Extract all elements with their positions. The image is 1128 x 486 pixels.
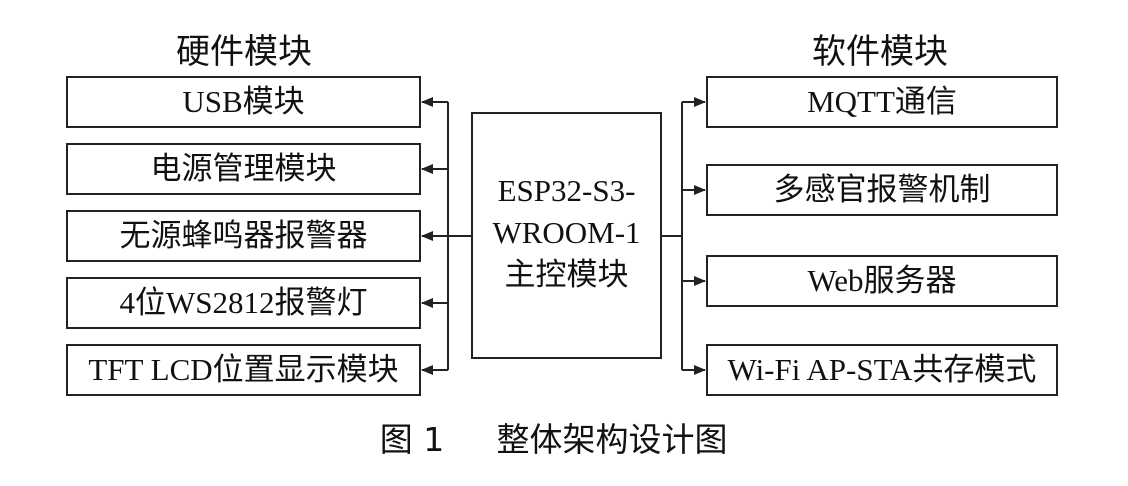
software-connectors <box>661 97 706 375</box>
hardware-label-buzzer: 无源蜂鸣器报警器 <box>120 218 368 253</box>
hardware-box-power <box>66 143 421 195</box>
software-box-mqtt <box>706 76 1058 128</box>
hardware-label-lcd: TFT LCD位置显示模块 <box>88 352 398 387</box>
software-box-wifi <box>706 344 1058 396</box>
hardware-section-title: 硬件模块 <box>176 33 312 71</box>
center-module-line3: 主控模块 <box>505 257 629 292</box>
software-label-web: Web服务器 <box>807 263 956 298</box>
center-module-line1: ESP32-S3- <box>498 173 636 208</box>
software-module-list: MQTT通信 多感官报警机制 Web服务器 Wi-Fi AP-STA共存模式 <box>706 76 1058 396</box>
software-label-mqtt: MQTT通信 <box>807 84 957 119</box>
hardware-label-power: 电源管理模块 <box>151 151 337 186</box>
hardware-label-usb: USB模块 <box>182 84 304 119</box>
center-module: ESP32-S3- WROOM-1 主控模块 <box>471 112 662 359</box>
software-section-title: 软件模块 <box>812 33 948 71</box>
hardware-box-led <box>66 277 421 329</box>
hardware-label-led: 4位WS2812报警灯 <box>120 285 368 320</box>
software-box-web <box>706 255 1058 307</box>
hardware-box-usb <box>66 76 421 128</box>
software-label-wifi: Wi-Fi AP-STA共存模式 <box>728 352 1037 387</box>
hardware-box-lcd <box>66 344 421 396</box>
figure-caption-title: 整体架构设计图 <box>497 420 728 459</box>
hardware-box-buzzer <box>66 210 421 262</box>
hardware-connectors <box>421 97 472 375</box>
software-box-alarm <box>706 164 1058 216</box>
hardware-module-list: USB模块 电源管理模块 无源蜂鸣器报警器 4位WS2812报警灯 TFT LC… <box>66 76 421 396</box>
center-module-line2: WROOM-1 <box>492 215 640 250</box>
software-label-alarm: 多感官报警机制 <box>774 172 991 207</box>
figure-caption-number: 图 1 <box>380 420 445 459</box>
